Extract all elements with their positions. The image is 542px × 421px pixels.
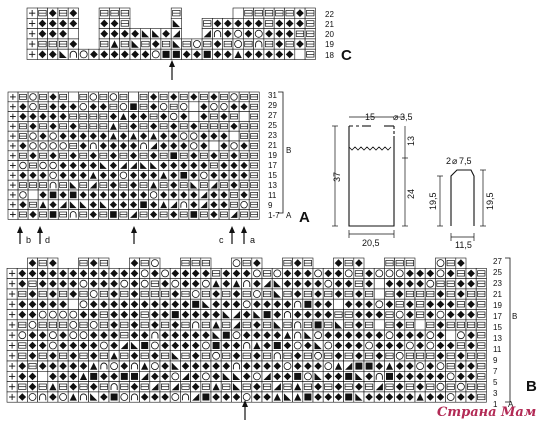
chart-c-row-numbers: 22 21 20 19 18 — [325, 10, 334, 60]
marker-a-arrow-icon — [241, 226, 247, 244]
schematic-main-top-width: 15 — [365, 112, 375, 122]
chart-a-label: A — [299, 209, 310, 226]
chart-a-row-number: 15 — [268, 171, 277, 180]
chart-b-row-number: 5 — [493, 378, 498, 387]
chart-b-grid — [6, 257, 487, 403]
chart-b-row-number: 19 — [493, 301, 502, 310]
schematic-sleeve-left-height: 19,5 — [428, 192, 438, 210]
schematic-main-dimension-lines — [332, 116, 408, 238]
watermark-text: Страна Мам — [437, 405, 536, 420]
schematic-main-side-total: 37 — [332, 172, 342, 182]
chart-b-center-arrow-icon — [242, 400, 248, 420]
schematic-main-outline — [348, 125, 395, 227]
schematic-sleeve-dimension-lines — [437, 169, 486, 241]
chart-b-label: B — [526, 378, 537, 395]
schematic-sleeve-diameter-icon: ⌀ — [452, 156, 458, 166]
chart-a-row-number: 31 — [268, 91, 277, 100]
chart-a-row-number: 19 — [268, 151, 277, 160]
chart-a-grid — [7, 91, 260, 220]
schematic-main-side-bottom: 24 — [406, 189, 416, 199]
chart-b-row-number: 11 — [493, 345, 502, 354]
marker-c-arrow-icon — [229, 226, 235, 244]
chart-a-row-number: 23 — [268, 131, 277, 140]
marker-b-arrow-icon — [17, 226, 23, 244]
chart-a-row-number: 11 — [268, 191, 277, 200]
chart-a-row-number: 9 — [268, 201, 273, 210]
chart-b-row-number: 25 — [493, 268, 502, 277]
chart-a-row-numbers: 31 29 27 25 23 21 19 17 15 13 11 9 1-7 — [268, 91, 280, 220]
chart-c-arrow-icon — [169, 60, 175, 80]
marker-a-label: a — [250, 235, 255, 245]
chart-b-row-number: 1 — [493, 400, 498, 409]
chart-b-row-numbers: 27 25 23 21 19 17 15 13 11 9 7 5 3 1 — [493, 257, 502, 409]
marker-b-label: b — [26, 235, 31, 245]
chart-b-row-number: 9 — [493, 356, 498, 365]
schematic-main-top-right: 3,5 — [400, 112, 413, 122]
chart-a-row-number: 25 — [268, 121, 277, 130]
chart-c-row-number: 21 — [325, 20, 334, 29]
chart-b-row-number: 21 — [493, 290, 502, 299]
chart-a-row-number: 29 — [268, 101, 277, 110]
marker-c-label: c — [219, 235, 224, 245]
marker-d-arrow-icon — [37, 226, 43, 244]
chart-a-row-number: 13 — [268, 181, 277, 190]
schematic-main-bottom-width: 20,5 — [362, 238, 380, 248]
chart-c-row-number: 18 — [325, 51, 334, 60]
marker-d-label: d — [45, 235, 50, 245]
chart-c-row-number: 19 — [325, 40, 334, 49]
chart-b-foot-label: A — [508, 400, 514, 409]
chart-a-bracket — [278, 91, 284, 214]
schematic-sleeve-top-right: 7,5 — [459, 156, 472, 166]
schematic-sleeve-top: 2 — [446, 156, 451, 166]
chart-b-bracket-label: B — [512, 312, 517, 321]
chart-c-label: C — [341, 47, 352, 64]
chart-a-bracket-label: B — [286, 146, 291, 155]
chart-b-row-number: 15 — [493, 323, 502, 332]
chart-b-row-number: 7 — [493, 367, 498, 376]
chart-a-row-number: 27 — [268, 111, 277, 120]
chart-b-row-number: 3 — [493, 389, 498, 398]
chart-a-center-arrow-icon — [131, 226, 137, 244]
chart-b-bracket — [505, 257, 511, 403]
chart-a-row-number: 21 — [268, 141, 277, 150]
chart-a-foot-label: A — [286, 211, 292, 220]
schematic-sleeve-bottom-width: 11,5 — [455, 240, 472, 250]
chart-c-row-number: 22 — [325, 10, 334, 19]
chart-b-row-number: 27 — [493, 257, 502, 266]
chart-b-row-number: 23 — [493, 279, 502, 288]
schematic-sleeve-right-height: 19,5 — [485, 192, 495, 210]
schematic-main-side-top: 13 — [406, 136, 416, 146]
chart-c-grid — [26, 7, 316, 60]
chart-a-row-number: 1-7 — [268, 211, 280, 220]
chart-b-row-number: 17 — [493, 312, 502, 321]
chart-b-row-number: 13 — [493, 334, 502, 343]
chart-c-row-number: 20 — [325, 30, 334, 39]
schematic-main-diameter-icon: ⌀ — [393, 112, 399, 122]
chart-a-row-number: 17 — [268, 161, 277, 170]
schematic-sleeve-outline — [450, 169, 475, 226]
